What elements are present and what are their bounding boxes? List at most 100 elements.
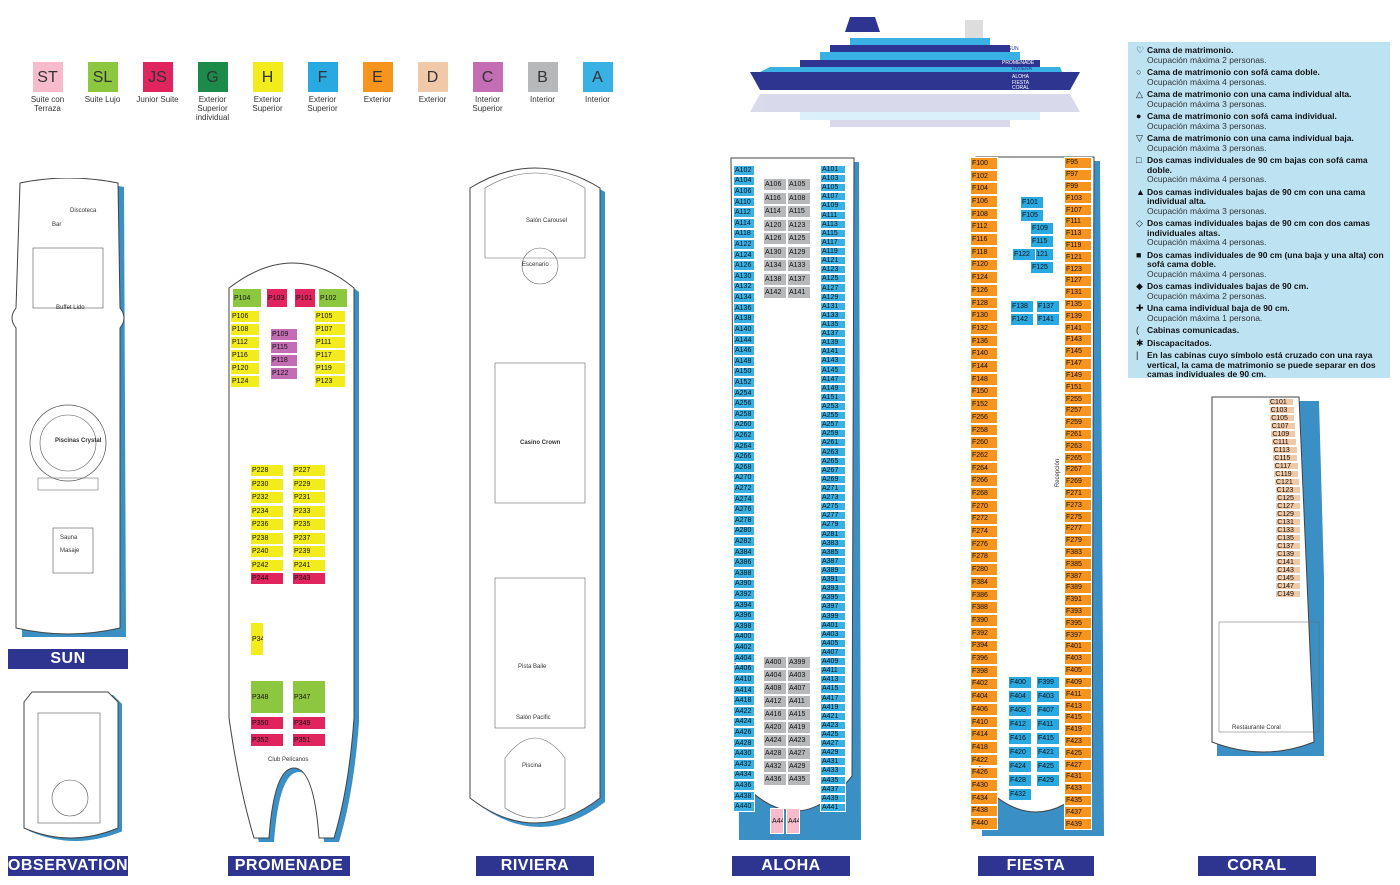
cabin-a115[interactable]: A115 [787,205,811,218]
cabin-a127[interactable]: A127 [820,283,846,293]
cabin-a387[interactable]: A387 [820,556,846,566]
cabin-p106[interactable]: P106 [230,310,260,323]
cabin-a410[interactable]: A410 [733,674,755,685]
cabin-c147[interactable]: C147 [1275,582,1302,590]
cabin-f122[interactable]: F122 [1012,248,1036,261]
cabin-a102[interactable]: A102 [733,165,755,176]
cabin-f256[interactable]: F256 [970,410,998,424]
cabin-a144[interactable]: A144 [733,334,755,346]
cabin-f399[interactable]: F399 [1036,676,1060,689]
cabin-a413[interactable]: A413 [820,675,846,685]
cabin-f103[interactable]: F103 [1064,192,1092,205]
cabin-p234[interactable]: P234 [250,504,284,518]
cabin-a393[interactable]: A393 [820,584,846,594]
cabin-f273[interactable]: F273 [1064,499,1092,512]
cabin-a138[interactable]: A138 [763,272,787,286]
cabin-f415[interactable]: F415 [1064,711,1092,724]
cabin-a428[interactable]: A428 [733,737,755,749]
cabin-f411[interactable]: F411 [1036,718,1060,731]
cabin-f113[interactable]: F113 [1064,227,1092,240]
cabin-a134[interactable]: A134 [733,292,755,303]
cabin-f426[interactable]: F426 [970,766,998,780]
cabin-p104[interactable]: P104 [232,288,262,308]
cabin-a268[interactable]: A268 [733,461,755,473]
cabin-f265[interactable]: F265 [1064,452,1092,464]
cabin-a435[interactable]: A435 [787,773,811,786]
cabin-f389[interactable]: F389 [1064,582,1092,594]
cabin-a392[interactable]: A392 [733,589,755,600]
cabin-a139[interactable]: A139 [820,338,846,348]
cabin-p109[interactable]: P109 [270,328,298,341]
cabin-f278[interactable]: F278 [970,550,998,564]
cabin-f138[interactable]: F138 [1010,300,1034,313]
cabin-p228[interactable]: P228 [250,464,284,477]
cabin-a136[interactable]: A136 [733,302,755,314]
cabin-a411[interactable]: A411 [787,695,811,708]
cabin-p117[interactable]: P117 [314,349,346,362]
cabin-a125[interactable]: A125 [787,232,811,245]
cabin-p108[interactable]: P108 [230,323,260,336]
cabin-f149[interactable]: F149 [1064,369,1092,382]
cabin-a116[interactable]: A116 [763,191,787,205]
cabin-a414[interactable]: A414 [733,684,755,696]
cabin-f97[interactable]: F97 [1064,168,1092,181]
cabin-c105[interactable]: C105 [1269,414,1296,422]
cabin-a107[interactable]: A107 [820,192,846,202]
cabin-f135[interactable]: F135 [1064,298,1092,311]
cabin-c103[interactable]: C103 [1268,406,1295,414]
cabin-p243[interactable]: P243 [292,572,326,585]
cabin-p235[interactable]: P235 [292,518,326,531]
cabin-f102[interactable]: F102 [970,169,998,183]
cabin-p112[interactable]: P112 [230,336,260,349]
cabin-a273[interactable]: A273 [820,493,846,503]
cabin-f152[interactable]: F152 [970,398,998,411]
cabin-f259[interactable]: F259 [1064,416,1092,429]
cabin-f151[interactable]: F151 [1064,381,1092,394]
cabin-a134[interactable]: A134 [763,259,787,272]
cabin-a404[interactable]: A404 [763,669,787,682]
cabin-a129[interactable]: A129 [820,292,846,302]
cabin-p118[interactable]: P118 [270,354,298,367]
cabin-a133[interactable]: A133 [787,259,811,272]
cabin-f108[interactable]: F108 [970,207,998,221]
cabin-a115[interactable]: A115 [820,228,846,238]
cabin-a105[interactable]: A105 [820,183,846,193]
cabin-f126[interactable]: F126 [970,283,998,297]
cabin-a399[interactable]: A399 [787,656,811,669]
cabin-a422[interactable]: A422 [733,705,755,717]
cabin-a126[interactable]: A126 [763,232,787,245]
cabin-f412[interactable]: F412 [1008,718,1032,731]
cabin-a438[interactable]: A438 [733,790,755,802]
cabin-f137[interactable]: F137 [1036,300,1060,313]
cabin-f392[interactable]: F392 [970,626,998,640]
cabin-a104[interactable]: A104 [733,175,755,187]
cabin-a436[interactable]: A436 [763,773,787,786]
cabin-f99[interactable]: F99 [1064,180,1092,193]
cabin-c149[interactable]: C149 [1275,590,1302,598]
cabin-a114[interactable]: A114 [733,218,755,229]
cabin-f145[interactable]: F145 [1064,345,1092,358]
cabin-a384[interactable]: A384 [733,546,755,558]
cabin-f124[interactable]: F124 [970,271,998,284]
cabin-f150[interactable]: F150 [970,385,998,399]
cabin-f430[interactable]: F430 [970,779,998,792]
cabin-f440[interactable]: F440 [970,817,998,830]
cabin-p349[interactable]: P349 [292,716,326,730]
cabin-a130[interactable]: A130 [763,245,787,259]
cabin-c115[interactable]: C115 [1272,454,1299,462]
cabin-f255[interactable]: F255 [1064,393,1092,405]
cabin-a269[interactable]: A269 [820,474,846,484]
cabin-a105[interactable]: A105 [787,178,811,191]
cabin-a415[interactable]: A415 [820,684,846,694]
cabin-p352[interactable]: P352 [250,733,284,747]
cabin-p347[interactable]: P347 [292,680,326,714]
cabin-a442[interactable]: A442 [770,808,784,834]
cabin-c111[interactable]: C111 [1271,438,1297,446]
cabin-a137[interactable]: A137 [787,272,811,286]
cabin-a383[interactable]: A383 [820,538,846,548]
cabin-a148[interactable]: A148 [733,355,755,367]
cabin-f431[interactable]: F431 [1064,770,1092,783]
cabin-f403[interactable]: F403 [1064,652,1092,665]
cabin-a103[interactable]: A103 [820,174,846,184]
cabin-f148[interactable]: F148 [970,372,998,386]
